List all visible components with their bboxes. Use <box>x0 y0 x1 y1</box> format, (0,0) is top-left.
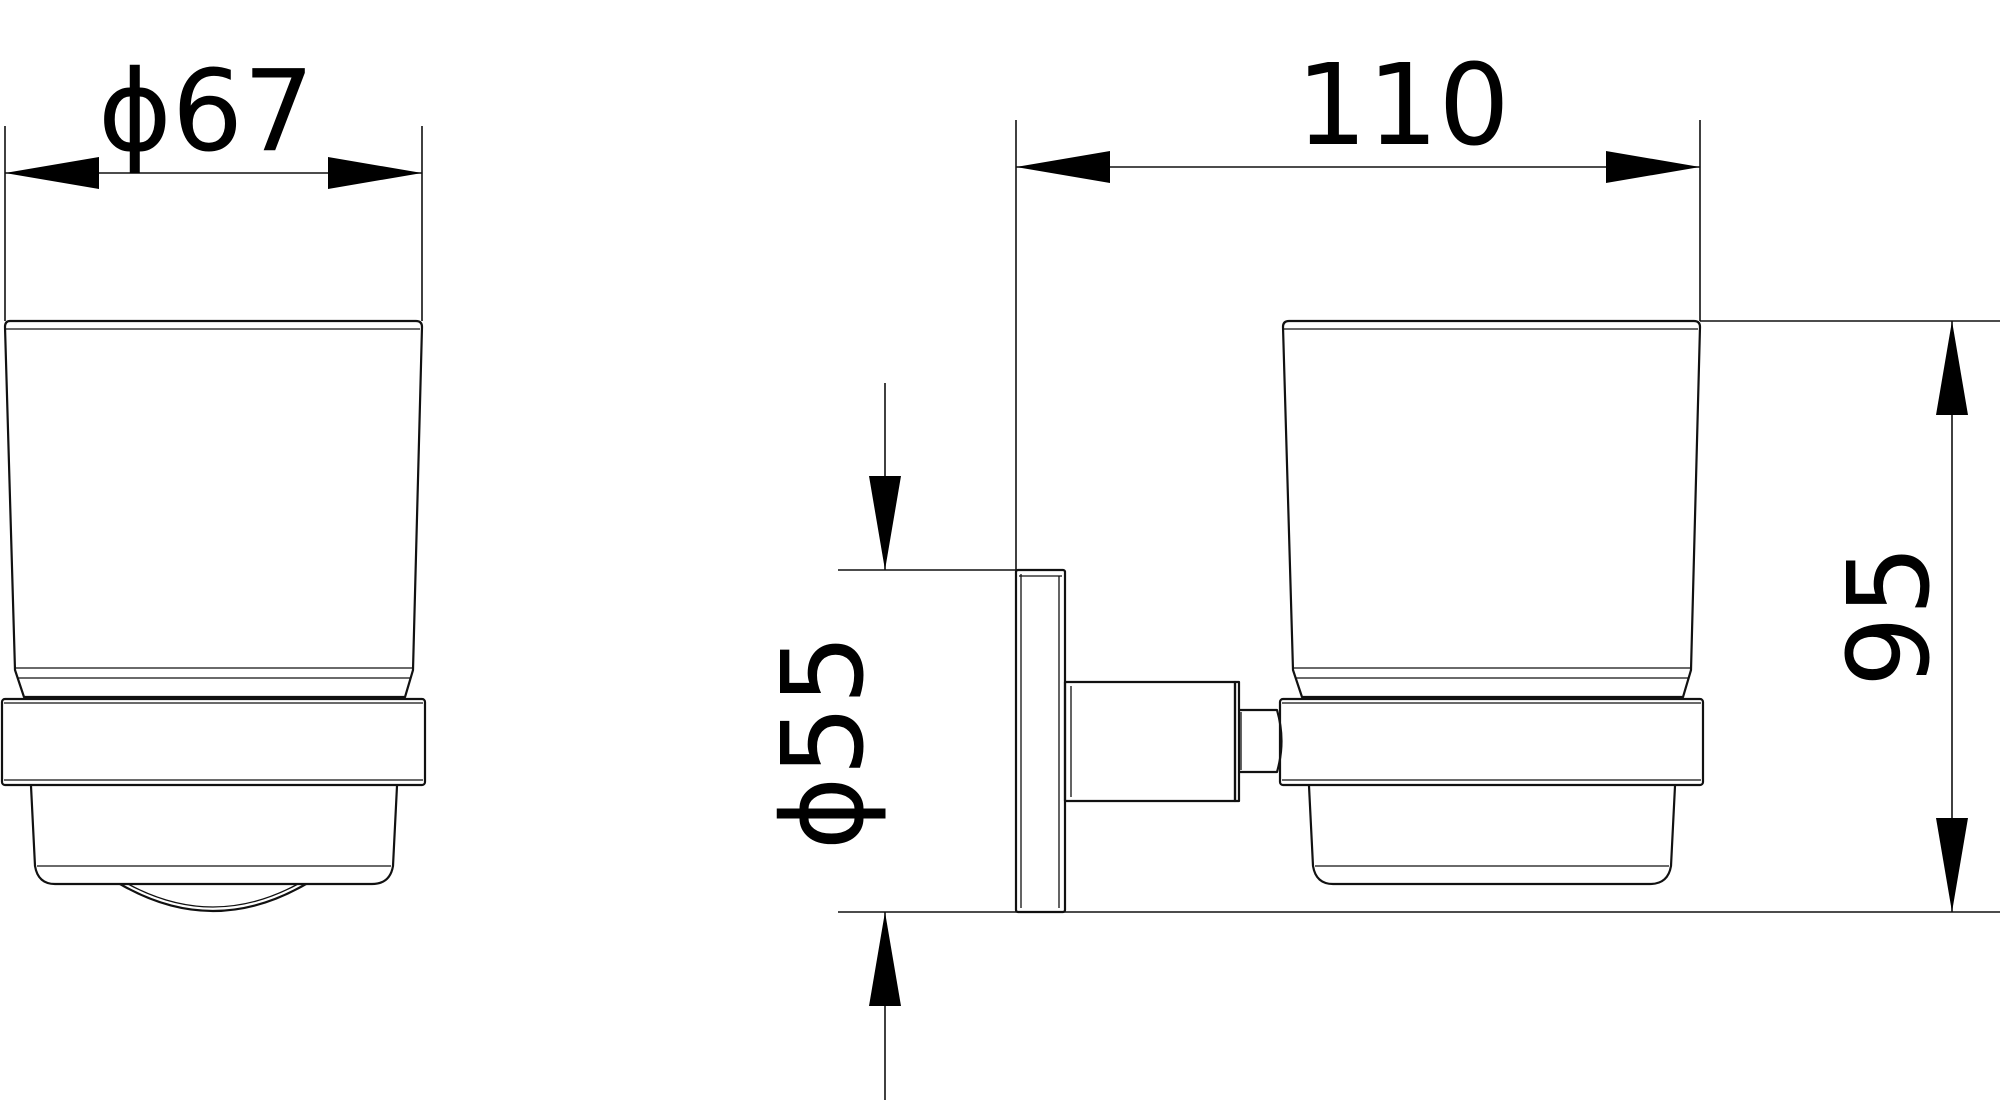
dim-110-arrow-left <box>1016 151 1110 183</box>
wall-plate <box>1014 568 1067 914</box>
diameter-67-label: ϕ67 <box>98 47 314 177</box>
holder-ring <box>0 697 427 787</box>
dim-arrow-left <box>5 157 99 189</box>
glass-cup-outline <box>3 319 424 699</box>
support-arm <box>1063 680 1237 803</box>
glass-cup-outline-side <box>1281 319 1702 699</box>
base-diameter-55-label: ϕ55 <box>759 634 889 850</box>
dim-110-arrow-right <box>1606 151 1700 183</box>
arm-connector <box>1239 708 1283 774</box>
dim-55-arrow-top <box>869 476 901 570</box>
arm-connector-collar <box>1233 680 1241 803</box>
height-95-label: 95 <box>1825 545 1955 688</box>
wall-base-dome-inner <box>127 883 299 908</box>
width-110-label: 110 <box>1296 41 1510 171</box>
dim-95-arrow-bottom <box>1936 818 1968 912</box>
holder-ring-side <box>1278 697 1705 787</box>
glass-bottom-outline <box>29 785 399 886</box>
side-view: 110 95 ϕ55 <box>759 41 2000 1100</box>
dim-arrow-right <box>328 157 422 189</box>
front-view: ϕ67 <box>0 47 427 912</box>
dim-95-arrow-top <box>1936 321 1968 415</box>
glass-bottom-outline-side <box>1307 785 1677 886</box>
dim-55-arrow-bottom <box>869 912 901 1006</box>
wall-base-dome <box>119 883 307 912</box>
